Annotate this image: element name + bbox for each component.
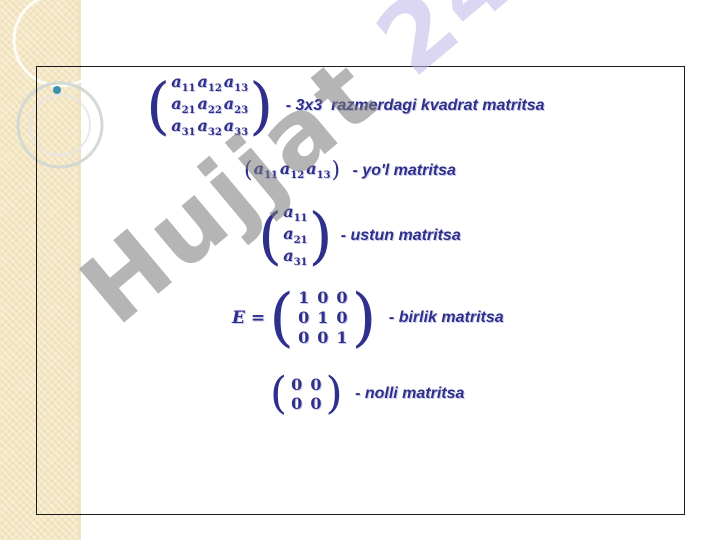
identity-matrix-grid: 1 0 0 0 1 0 0 0 1	[294, 289, 351, 347]
column-matrix-grid: a11 a21 a31	[282, 204, 308, 269]
matrix-cell: a12	[197, 72, 222, 95]
matrix-cell: 1	[298, 288, 310, 307]
matrix-cell: a11	[283, 202, 308, 225]
matrix-cell: a11	[253, 158, 278, 182]
side-band-edge	[78, 0, 81, 540]
matrix-cell: a11	[171, 72, 196, 95]
matrix-cell: 0	[310, 393, 322, 413]
left-paren: (	[269, 281, 295, 355]
row-matrix-line: ( a11 a12 a13 ) - yo'l matritsa	[244, 160, 456, 182]
matrix-cell: 0	[317, 328, 329, 347]
identity-prefix: E =	[232, 308, 266, 328]
matrix-cell: a13	[306, 158, 331, 182]
column-matrix-line: ( a11 a21 a31 ) - ustun matritsa	[258, 204, 461, 269]
matrix-cell: 0	[336, 288, 348, 307]
content-frame	[36, 66, 685, 515]
matrix-cell: a22	[197, 94, 222, 117]
matrix-cell: a23	[223, 94, 249, 117]
matrix-cell: 0	[310, 374, 322, 394]
identity-matrix-line: E = ( 1 0 0 0 1 0 0 0 1 ) - birlik matri…	[232, 286, 504, 350]
right-paren: )	[351, 281, 377, 355]
square-matrix-line: ( a11 a12 a13 a21 a22 a23 a31 a32 a33 ) …	[146, 74, 545, 139]
column-matrix-label: - ustun matritsa	[340, 227, 461, 245]
matrix-cell: a13	[223, 72, 249, 95]
matrix-cell: 0	[336, 308, 348, 327]
left-paren: (	[146, 69, 171, 143]
row-matrix-grid: a11 a12 a13	[253, 158, 332, 182]
zero-matrix-grid: 0 0 0 0	[287, 376, 325, 413]
zero-matrix-label: - nolli matritsa	[350, 385, 465, 402]
decorative-circles	[12, 0, 108, 169]
matrix-cell: a21	[283, 224, 308, 247]
left-paren: (	[244, 158, 253, 183]
left-paren: (	[258, 199, 283, 273]
square-matrix-label: - 3x3 razmerdagi kvadrat matritsa	[281, 97, 545, 115]
matrix-cell: 0	[317, 288, 329, 307]
identity-matrix-label: - birlik matritsa	[384, 309, 504, 326]
matrix-cell: 0	[291, 374, 303, 394]
matrix-cell: a21	[171, 94, 196, 117]
right-paren: )	[249, 69, 274, 143]
matrix-cell: 1	[317, 308, 329, 327]
matrix-cell: a32	[197, 116, 222, 139]
right-paren: )	[331, 158, 341, 183]
row-matrix-label: - yo'l matritsa	[348, 162, 456, 179]
matrix-cell: 0	[298, 308, 310, 327]
right-paren: )	[325, 368, 343, 419]
matrix-cell: 0	[291, 393, 303, 413]
matrix-cell: 0	[298, 328, 310, 347]
matrix-cell: a31	[171, 116, 196, 139]
left-paren: (	[270, 368, 288, 419]
matrix-cell: 1	[336, 328, 348, 347]
zero-matrix-line: ( 0 0 0 0 ) - nolli matritsa	[270, 372, 464, 416]
matrix-cell: a31	[283, 246, 308, 269]
bullet-dot	[53, 86, 61, 94]
matrix-cell: a12	[279, 158, 305, 182]
matrix-cell: a33	[223, 116, 249, 139]
right-paren: )	[308, 199, 333, 273]
square-matrix-grid: a11 a12 a13 a21 a22 a23 a31 a32 a33	[170, 74, 249, 139]
